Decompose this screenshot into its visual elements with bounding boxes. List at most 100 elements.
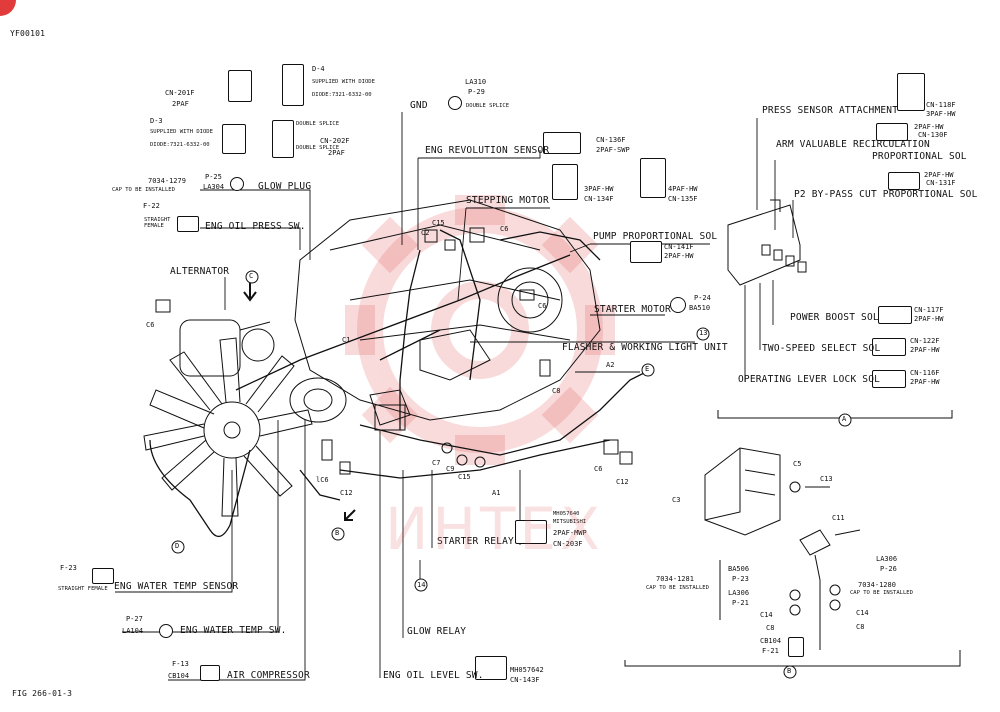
connector-cn202f-icon: [272, 120, 294, 158]
part-c12-right: C12: [616, 478, 629, 486]
alternator: [179, 319, 275, 377]
cn130f-icon: [876, 123, 908, 141]
glow-plug-icon: [230, 177, 244, 191]
marker-14-label: 14: [417, 581, 426, 589]
marker-c: [245, 270, 259, 284]
fan: [143, 337, 313, 517]
part-c2: C2: [421, 229, 430, 237]
cn135f-icon: [640, 158, 666, 198]
d4-supplied: SUPPLIED WITH DIODE: [312, 79, 375, 85]
cn122f-icon: [872, 338, 906, 356]
starter-p24: P-24: [694, 294, 711, 302]
arrow-b: [344, 509, 356, 521]
starter-motor-icon: [670, 297, 686, 313]
circle-markers: [171, 270, 852, 679]
diode-d4-icon: [282, 64, 304, 106]
cn136f-icon: [543, 132, 581, 154]
part-lc6: lC6: [316, 476, 329, 484]
starter-relay-mh: MH057640: [553, 511, 580, 517]
cn134f-icon: [552, 164, 578, 200]
cn143f-icon: [475, 656, 507, 680]
alternator-label: ALTERNATOR: [170, 266, 230, 277]
two-speed-cn: CN-122F: [910, 337, 940, 345]
small-parts: [155, 227, 633, 475]
oil-level-cn: CN-143F: [510, 676, 540, 684]
part-c3: C3: [672, 496, 681, 504]
marker-a-text: A: [842, 415, 847, 423]
part-c7: C7: [432, 459, 441, 467]
power-boost-cn: CN-117F: [914, 306, 944, 314]
detail-b-cap-1281: CAP TO BE INSTALLED: [646, 585, 709, 591]
cn203f-icon: [515, 520, 547, 544]
watermark-text: ИНТЕХ: [385, 495, 604, 563]
press-sensor-label: PRESS SENSOR ATTACHMENT: [762, 105, 899, 116]
stepping-4paf: 4PAF-HW: [668, 185, 698, 193]
detail-b-marker-text: B: [787, 667, 792, 675]
marker-b2: [783, 665, 797, 679]
gnd-la310-icon: [448, 96, 462, 110]
detail-b-p23: P-23: [732, 575, 749, 583]
f13-label: F-13: [172, 660, 189, 668]
detail-b-cap-1280: CAP TO BE INSTALLED: [850, 590, 913, 596]
double-splice-1: DOUBLE SPLICE: [296, 121, 340, 127]
eng-water-sensor-label: ENG WATER TEMP SENSOR: [114, 581, 239, 592]
detail-b-cb104: CB104: [760, 637, 782, 645]
glow-relay-label: GLOW RELAY: [407, 626, 467, 637]
glow-plug-label: GLOW PLUG: [258, 181, 312, 192]
eng-rev-cn: CN-136F: [596, 136, 626, 144]
la104-label: LA104: [122, 627, 144, 635]
arm-valuable-label-2: PROPORTIONAL SOL: [872, 151, 967, 162]
detail-b-la306-left: LA306: [728, 589, 750, 597]
stepping-3paf: 3PAF-HW: [584, 185, 614, 193]
glow-code: 7034-1279: [148, 177, 186, 185]
part-c13: C13: [820, 475, 833, 483]
starter-relay-cn: CN-203F: [553, 540, 583, 548]
cn202f-type: 2PAF: [328, 149, 345, 157]
eng-rev-sensor-label: ENG REVOLUTION SENSOR: [425, 145, 550, 156]
pump-prop-sol-label: PUMP PROPORTIONAL SOL: [593, 231, 718, 242]
arrow-c: [243, 282, 257, 302]
cn118f-icon: [897, 73, 925, 111]
two-speed-type: 2PAF-HW: [910, 346, 940, 354]
gnd-double-splice: DOUBLE SPLICE: [466, 103, 510, 109]
d3-diode-pn: DIODE:7321-6332-00: [150, 142, 210, 148]
glow-cap: CAP TO BE INSTALLED: [112, 187, 175, 193]
detail-b-la306-right: LA306: [876, 555, 898, 563]
part-c14-left: C14: [760, 611, 773, 619]
d4-label: D-4: [312, 65, 325, 73]
stepping-motor-label: STEPPING MOTOR: [466, 195, 549, 206]
detail-b-p21: P-21: [732, 599, 749, 607]
part-c15-low: C15: [458, 473, 471, 481]
cn201f-type: 2PAF: [172, 100, 189, 108]
f23-label: F-23: [60, 564, 77, 572]
detail-b-f21: F-21: [762, 647, 779, 655]
p2-bypass-label: P2 BY-PASS CUT PROPORTIONAL SOL: [794, 189, 978, 200]
d4-diode-pn: DIODE:7321-6332-00: [312, 92, 372, 98]
starter-relay-label: STARTER RELAY: [437, 536, 514, 547]
marker-b-text: B: [335, 529, 340, 537]
detail-b-f21-icon: [788, 637, 804, 657]
marker-a: [838, 413, 852, 427]
marker-c-text: C: [249, 272, 254, 280]
detail-b-code-1280: 7034-1280: [858, 581, 896, 589]
detail-a-frame: [717, 410, 953, 419]
part-c8-b-left: C8: [766, 624, 775, 632]
cn141f-icon: [630, 241, 662, 263]
starter-ba510: BA510: [689, 304, 711, 312]
part-c8: C8: [552, 387, 561, 395]
valve-block: [727, 199, 807, 286]
op-lever-cn: CN-116F: [910, 369, 940, 377]
double-splice-2: DOUBLE SPLICE: [296, 145, 340, 151]
marker-e-text: E: [645, 365, 650, 373]
press-sensor-cn: CN-118F: [926, 101, 956, 109]
cn202f-label: CN-202F: [320, 137, 350, 145]
op-lever-type: 2PAF-HW: [910, 378, 940, 386]
p29-label: P-29: [468, 88, 485, 96]
two-speed-label: TWO-SPEED SELECT SOL: [762, 343, 881, 354]
power-boost-type: 2PAF-HW: [914, 315, 944, 323]
part-c8-b-right: C8: [856, 623, 865, 631]
part-c12-left: C12: [340, 489, 353, 497]
part-c9: C9: [446, 465, 455, 473]
